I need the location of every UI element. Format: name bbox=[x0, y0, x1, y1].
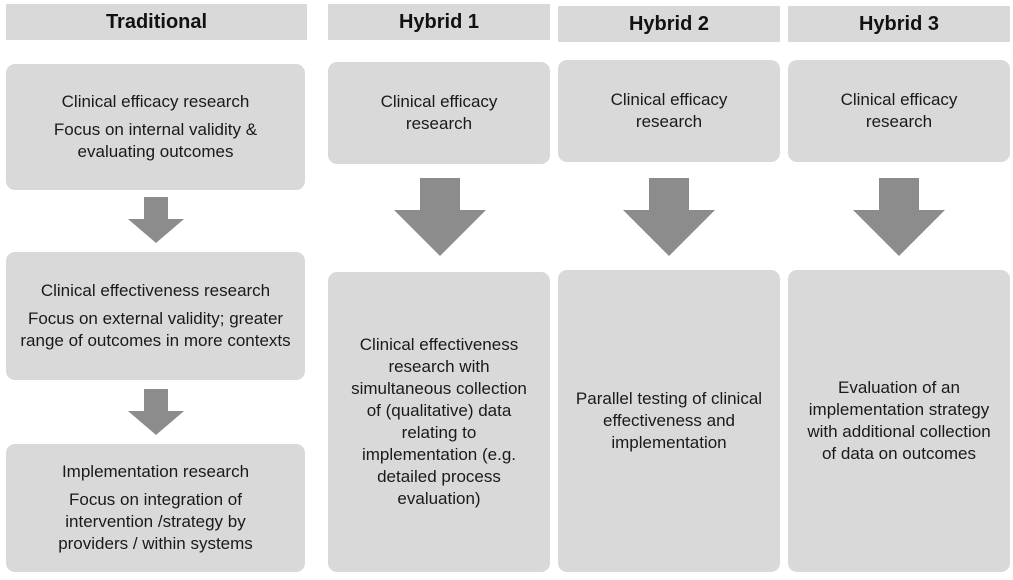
hybrid3-box-evaluation: Evaluation of an implementation strategy… bbox=[788, 270, 1010, 572]
traditional-arrow-1 bbox=[128, 197, 184, 243]
traditional-box-effectiveness: Clinical effectiveness research Focus on… bbox=[6, 252, 305, 380]
header-hybrid-1: Hybrid 1 bbox=[328, 4, 550, 40]
hybrid2-box-efficacy: Clinical efficacy research bbox=[558, 60, 780, 162]
hybrid2-parallel-text: Parallel testing of clinical effectivene… bbox=[575, 389, 763, 452]
traditional-efficacy-title: Clinical efficacy research bbox=[61, 92, 250, 111]
traditional-box-efficacy: Clinical efficacy research Focus on inte… bbox=[6, 64, 305, 190]
hybrid3-arrow bbox=[853, 178, 945, 256]
hybrid2-box-parallel: Parallel testing of clinical effectivene… bbox=[558, 270, 780, 572]
hybrid1-arrow bbox=[394, 178, 486, 256]
hybrid1-box-effectiveness: Clinical effectiveness research with sim… bbox=[328, 272, 550, 572]
hybrid3-efficacy-text: Clinical efficacy research bbox=[840, 90, 958, 131]
hybrid1-box-efficacy: Clinical efficacy research bbox=[328, 62, 550, 164]
traditional-arrow-2 bbox=[128, 389, 184, 435]
header-hybrid-3: Hybrid 3 bbox=[788, 6, 1010, 42]
traditional-implementation-detail: Focus on integration of intervention /st… bbox=[58, 490, 253, 553]
hybrid2-arrow bbox=[623, 178, 715, 256]
traditional-effectiveness-title: Clinical effectiveness research bbox=[40, 281, 271, 300]
traditional-box-implementation: Implementation research Focus on integra… bbox=[6, 444, 305, 572]
hybrid1-efficacy-text: Clinical efficacy research bbox=[380, 92, 498, 133]
hybrid3-box-efficacy: Clinical efficacy research bbox=[788, 60, 1010, 162]
header-traditional: Traditional bbox=[6, 4, 307, 40]
header-hybrid-2: Hybrid 2 bbox=[558, 6, 780, 42]
traditional-effectiveness-detail: Focus on external validity; greater rang… bbox=[20, 309, 291, 350]
hybrid2-efficacy-text: Clinical efficacy research bbox=[610, 90, 728, 131]
hybrid1-effectiveness-text: Clinical effectiveness research with sim… bbox=[351, 335, 527, 508]
traditional-implementation-title: Implementation research bbox=[61, 462, 250, 481]
traditional-efficacy-detail: Focus on internal validity & evaluating … bbox=[53, 120, 258, 161]
hybrid3-evaluation-text: Evaluation of an implementation strategy… bbox=[807, 378, 991, 463]
